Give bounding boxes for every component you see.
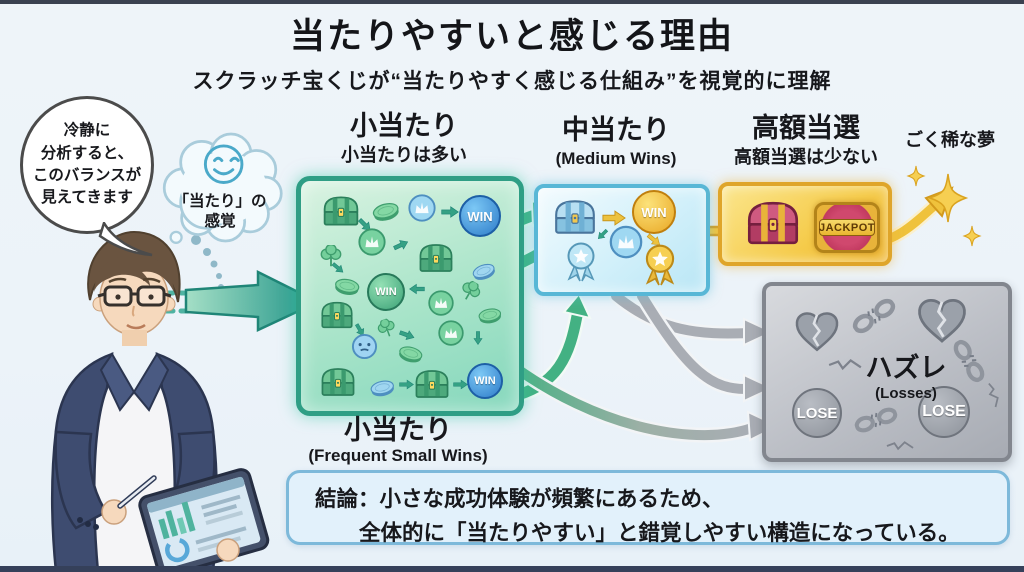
medal-icon	[560, 240, 602, 282]
text-line: 全体的に「当たりやすい」と錯覚しやすい構造になっている。	[359, 521, 960, 546]
text-line: 冷静に	[63, 122, 111, 140]
small-wins-subtitle: 小当たりは多い	[341, 144, 467, 165]
arr-icon	[602, 206, 626, 230]
jackpot-subtitle: 高額当選は少ない	[734, 146, 878, 167]
coin-icon	[368, 194, 405, 231]
thought-cloud	[162, 132, 283, 244]
arr-icon	[471, 331, 485, 345]
losses-label: ハズレ (Losses)	[836, 346, 976, 402]
losses-title: ハズレ	[865, 353, 947, 383]
coin-icon	[331, 271, 363, 303]
heart-icon	[914, 292, 970, 348]
label-small-wins-top: 小当たり 小当たりは多い	[298, 111, 510, 166]
win-icon: WIN	[459, 195, 501, 237]
arr-icon	[399, 377, 414, 392]
medal-icon	[638, 242, 682, 286]
arr-icon	[350, 320, 369, 339]
loss-arrows	[497, 288, 781, 443]
leaf-icon	[455, 277, 485, 307]
arr-icon	[593, 225, 611, 243]
stylus-icon	[117, 475, 157, 509]
arr-icon	[397, 325, 418, 346]
arr-icon	[390, 234, 411, 255]
medium-wins-subtitle: (Medium Wins)	[555, 148, 677, 168]
jackpot-panel: JACKPOT	[718, 182, 892, 266]
crown-icon	[427, 289, 455, 317]
text-line: 感覚	[204, 213, 236, 231]
label-small-wins-bottom: 小当たり (Frequent Small Wins)	[288, 415, 508, 466]
chest-icon	[744, 194, 802, 252]
arr-icon	[453, 377, 468, 392]
heart-icon	[792, 306, 842, 356]
thought-bubble: 「当たり」の感覚	[156, 130, 284, 256]
page-subtitle: スクラッチ宝くじが“当たりやすく感じる仕組み”を視覚的に理解	[192, 70, 832, 93]
chain-icon	[841, 283, 908, 350]
win-icon: WIN	[467, 363, 503, 399]
bottom-edge-strip	[0, 566, 1024, 572]
label-medium-wins: 中当たり (Medium Wins)	[522, 115, 710, 169]
crown-icon	[407, 193, 437, 223]
losses-subtitle: (Losses)	[875, 385, 937, 402]
losses-panel: ハズレ (Losses) LOSE LOSE	[762, 282, 1012, 462]
medium-wins-title: 中当たり	[562, 115, 670, 145]
label-jackpot: 高額当選 高額当選は少ない	[708, 113, 904, 168]
chain-icon	[848, 392, 904, 448]
jackpot-title: 高額当選	[752, 113, 860, 143]
page-title: 当たりやすいと感じる理由	[289, 17, 734, 56]
chest-icon	[417, 239, 455, 277]
chest-icon	[552, 194, 598, 240]
chain-icon	[938, 330, 1001, 393]
analyst-man-illustration	[50, 230, 270, 572]
crack-icon	[886, 432, 914, 460]
crown-icon	[437, 319, 465, 347]
conclusion-box: 結論：小さな成功体験が頻繁にあるため、全体的に「当たりやすい」と錯覚しやすい構造…	[286, 470, 1010, 545]
text-line: 見えてきます	[41, 189, 133, 207]
speech-bubble-tail	[98, 222, 153, 257]
leaf-icon	[319, 245, 343, 269]
rare-dream-label: ごく稀な夢	[905, 130, 995, 150]
small-wins-bottom-subtitle: (Frequent Small Wins)	[308, 445, 488, 465]
sparkle-icon	[906, 165, 982, 247]
crack-icon	[828, 348, 862, 382]
header: 当たりやすいと感じる理由 スクラッチ宝くじが“当たりやすく感じる仕組み”を視覚的…	[0, 8, 1024, 95]
arr-icon	[328, 258, 348, 278]
lose-icon: LOSE	[792, 388, 842, 438]
top-edge-strip	[0, 0, 1024, 4]
text-line: 分析すると、	[40, 144, 134, 162]
chest-icon	[321, 191, 361, 231]
input-arrow	[184, 269, 321, 332]
chest-icon	[319, 297, 355, 333]
face-icon	[351, 333, 378, 360]
arr-icon	[441, 203, 459, 221]
leaf-icon	[374, 316, 400, 342]
text-line: 「当たり」の	[173, 193, 267, 210]
speech-bubble: 冷静に分析すると、このバランスが見えてきます	[20, 96, 154, 234]
small-wins-panel: WIN WIN WIN	[296, 176, 524, 416]
arr-icon	[354, 214, 377, 237]
thought-bubble-text: 「当たり」の感覚	[164, 192, 276, 232]
coin-icon	[366, 372, 398, 404]
win-icon: WIN	[367, 273, 405, 311]
crown-icon	[357, 227, 387, 257]
arr-icon	[409, 281, 425, 297]
jackpot-icon: JACKPOT	[814, 202, 880, 253]
medium-wins-panel: WIN	[534, 184, 710, 296]
chest-icon	[319, 363, 357, 401]
crack-icon	[976, 378, 1009, 411]
small-wins-title: 小当たり	[350, 111, 458, 141]
crown-icon	[608, 224, 644, 260]
smiley-icon	[203, 144, 244, 184]
text-line: 結論：小さな成功体験が頻繁にあるため、	[315, 487, 724, 511]
text-line: このバランスが	[32, 167, 142, 184]
win-icon: WIN	[632, 190, 676, 234]
coin-icon	[394, 338, 427, 371]
coin-icon	[467, 255, 500, 288]
arr-icon	[643, 229, 666, 252]
lose-icon: LOSE	[918, 386, 970, 438]
small-wins-bottom-title: 小当たり	[344, 415, 452, 445]
chest-icon	[413, 365, 451, 403]
coin-icon	[475, 301, 505, 331]
